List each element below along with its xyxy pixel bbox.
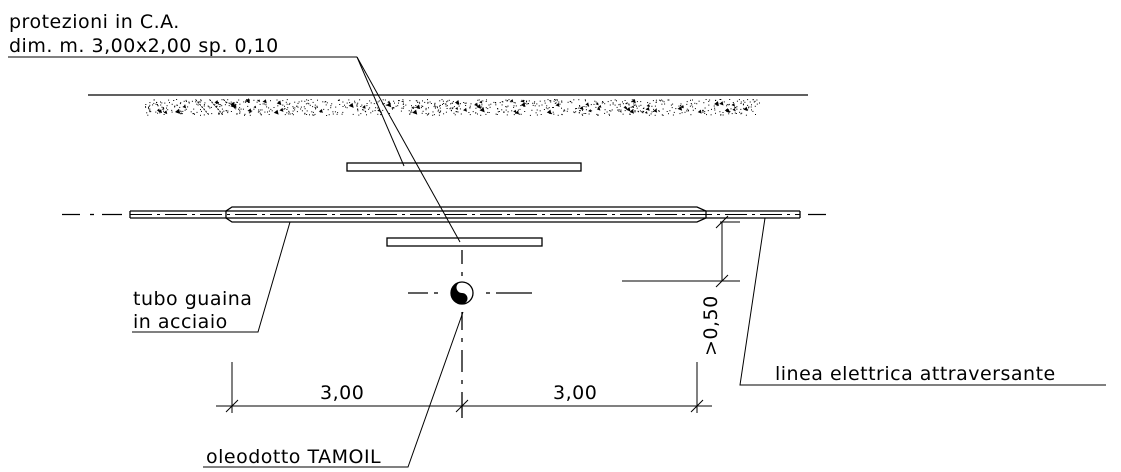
lower-protection-slab — [386, 237, 543, 247]
sleeve-leader — [132, 221, 291, 333]
dimension-left-label: 3,00 — [320, 382, 364, 404]
sleeve-label-line2: in acciaio — [133, 311, 228, 333]
power-line-leader — [739, 217, 1106, 386]
pipeline-symbol — [408, 250, 532, 418]
pipeline-label: oleodotto TAMOIL — [206, 446, 381, 468]
protection-label-line1: protezioni in C.A. — [9, 11, 180, 33]
upper-protection-slab — [346, 162, 582, 172]
pipeline-leader — [203, 311, 464, 468]
power-line-label: linea elettrica attraversante — [775, 363, 1056, 385]
protection-label-line2: dim. m. 3,00x2,00 sp. 0,10 — [9, 35, 279, 57]
dimension-vertical-label: >0,50 — [700, 295, 722, 356]
horizontal-dimension — [216, 362, 712, 413]
protection-leaders — [356, 56, 461, 243]
gravel-hatch — [145, 98, 760, 116]
vertical-dimension — [622, 215, 740, 288]
dimension-right-label: 3,00 — [553, 382, 597, 404]
power-line-conduit — [129, 210, 801, 219]
sleeve-label-line1: tubo guaina — [133, 288, 252, 310]
steel-sleeve-pipe — [225, 206, 707, 223]
